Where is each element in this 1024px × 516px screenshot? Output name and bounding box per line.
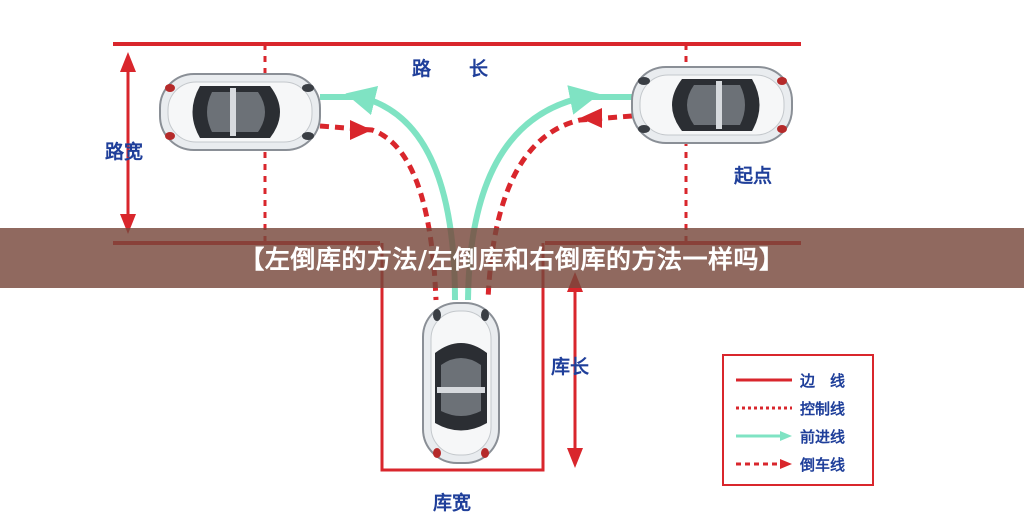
legend-label: 控制线 [800,400,846,418]
reverse-arrowhead-left [350,120,372,140]
green-arrow-icon [736,431,792,441]
garage-width-label: 库宽 [433,492,472,514]
legend-label: 倒车线 [800,456,846,474]
legend-label: 前进线 [800,428,846,446]
car-parked [422,302,500,464]
garage-length-arrow-head-bottom [567,448,583,468]
road-width-label: 路宽 [105,141,144,163]
car-left [159,73,321,151]
legend-item-forward-line: 前进线 [724,422,872,450]
road-width-arrow-head-top [120,52,136,72]
garage-length-label: 库长 [551,356,590,378]
legend: 边 线 控制线 前进线 倒车线 [722,354,874,486]
road-length-label: 路 长 [412,58,489,80]
legend-item-edge-line: 边 线 [724,366,872,394]
banner-title: 【左倒库的方法/左倒库和右倒库的方法一样吗】 [239,245,785,274]
legend-label: 边 线 [800,372,846,390]
start-point-label: 起点 [734,165,773,187]
road-width-arrow-head-bottom [120,214,136,234]
reverse-path-left [319,123,439,301]
legend-item-control-line: 控制线 [724,394,872,422]
reverse-arrowhead-right [580,108,602,128]
car-start [631,66,793,144]
title-banner: 【左倒库的方法/左倒库和右倒库的方法一样吗】 [0,228,1024,288]
legend-item-reverse-line: 倒车线 [724,450,872,478]
solid-line-icon [736,378,792,382]
red-dashed-arrow-icon [736,459,792,469]
dotted-line-icon [736,406,792,410]
garage-boundary [380,243,545,472]
